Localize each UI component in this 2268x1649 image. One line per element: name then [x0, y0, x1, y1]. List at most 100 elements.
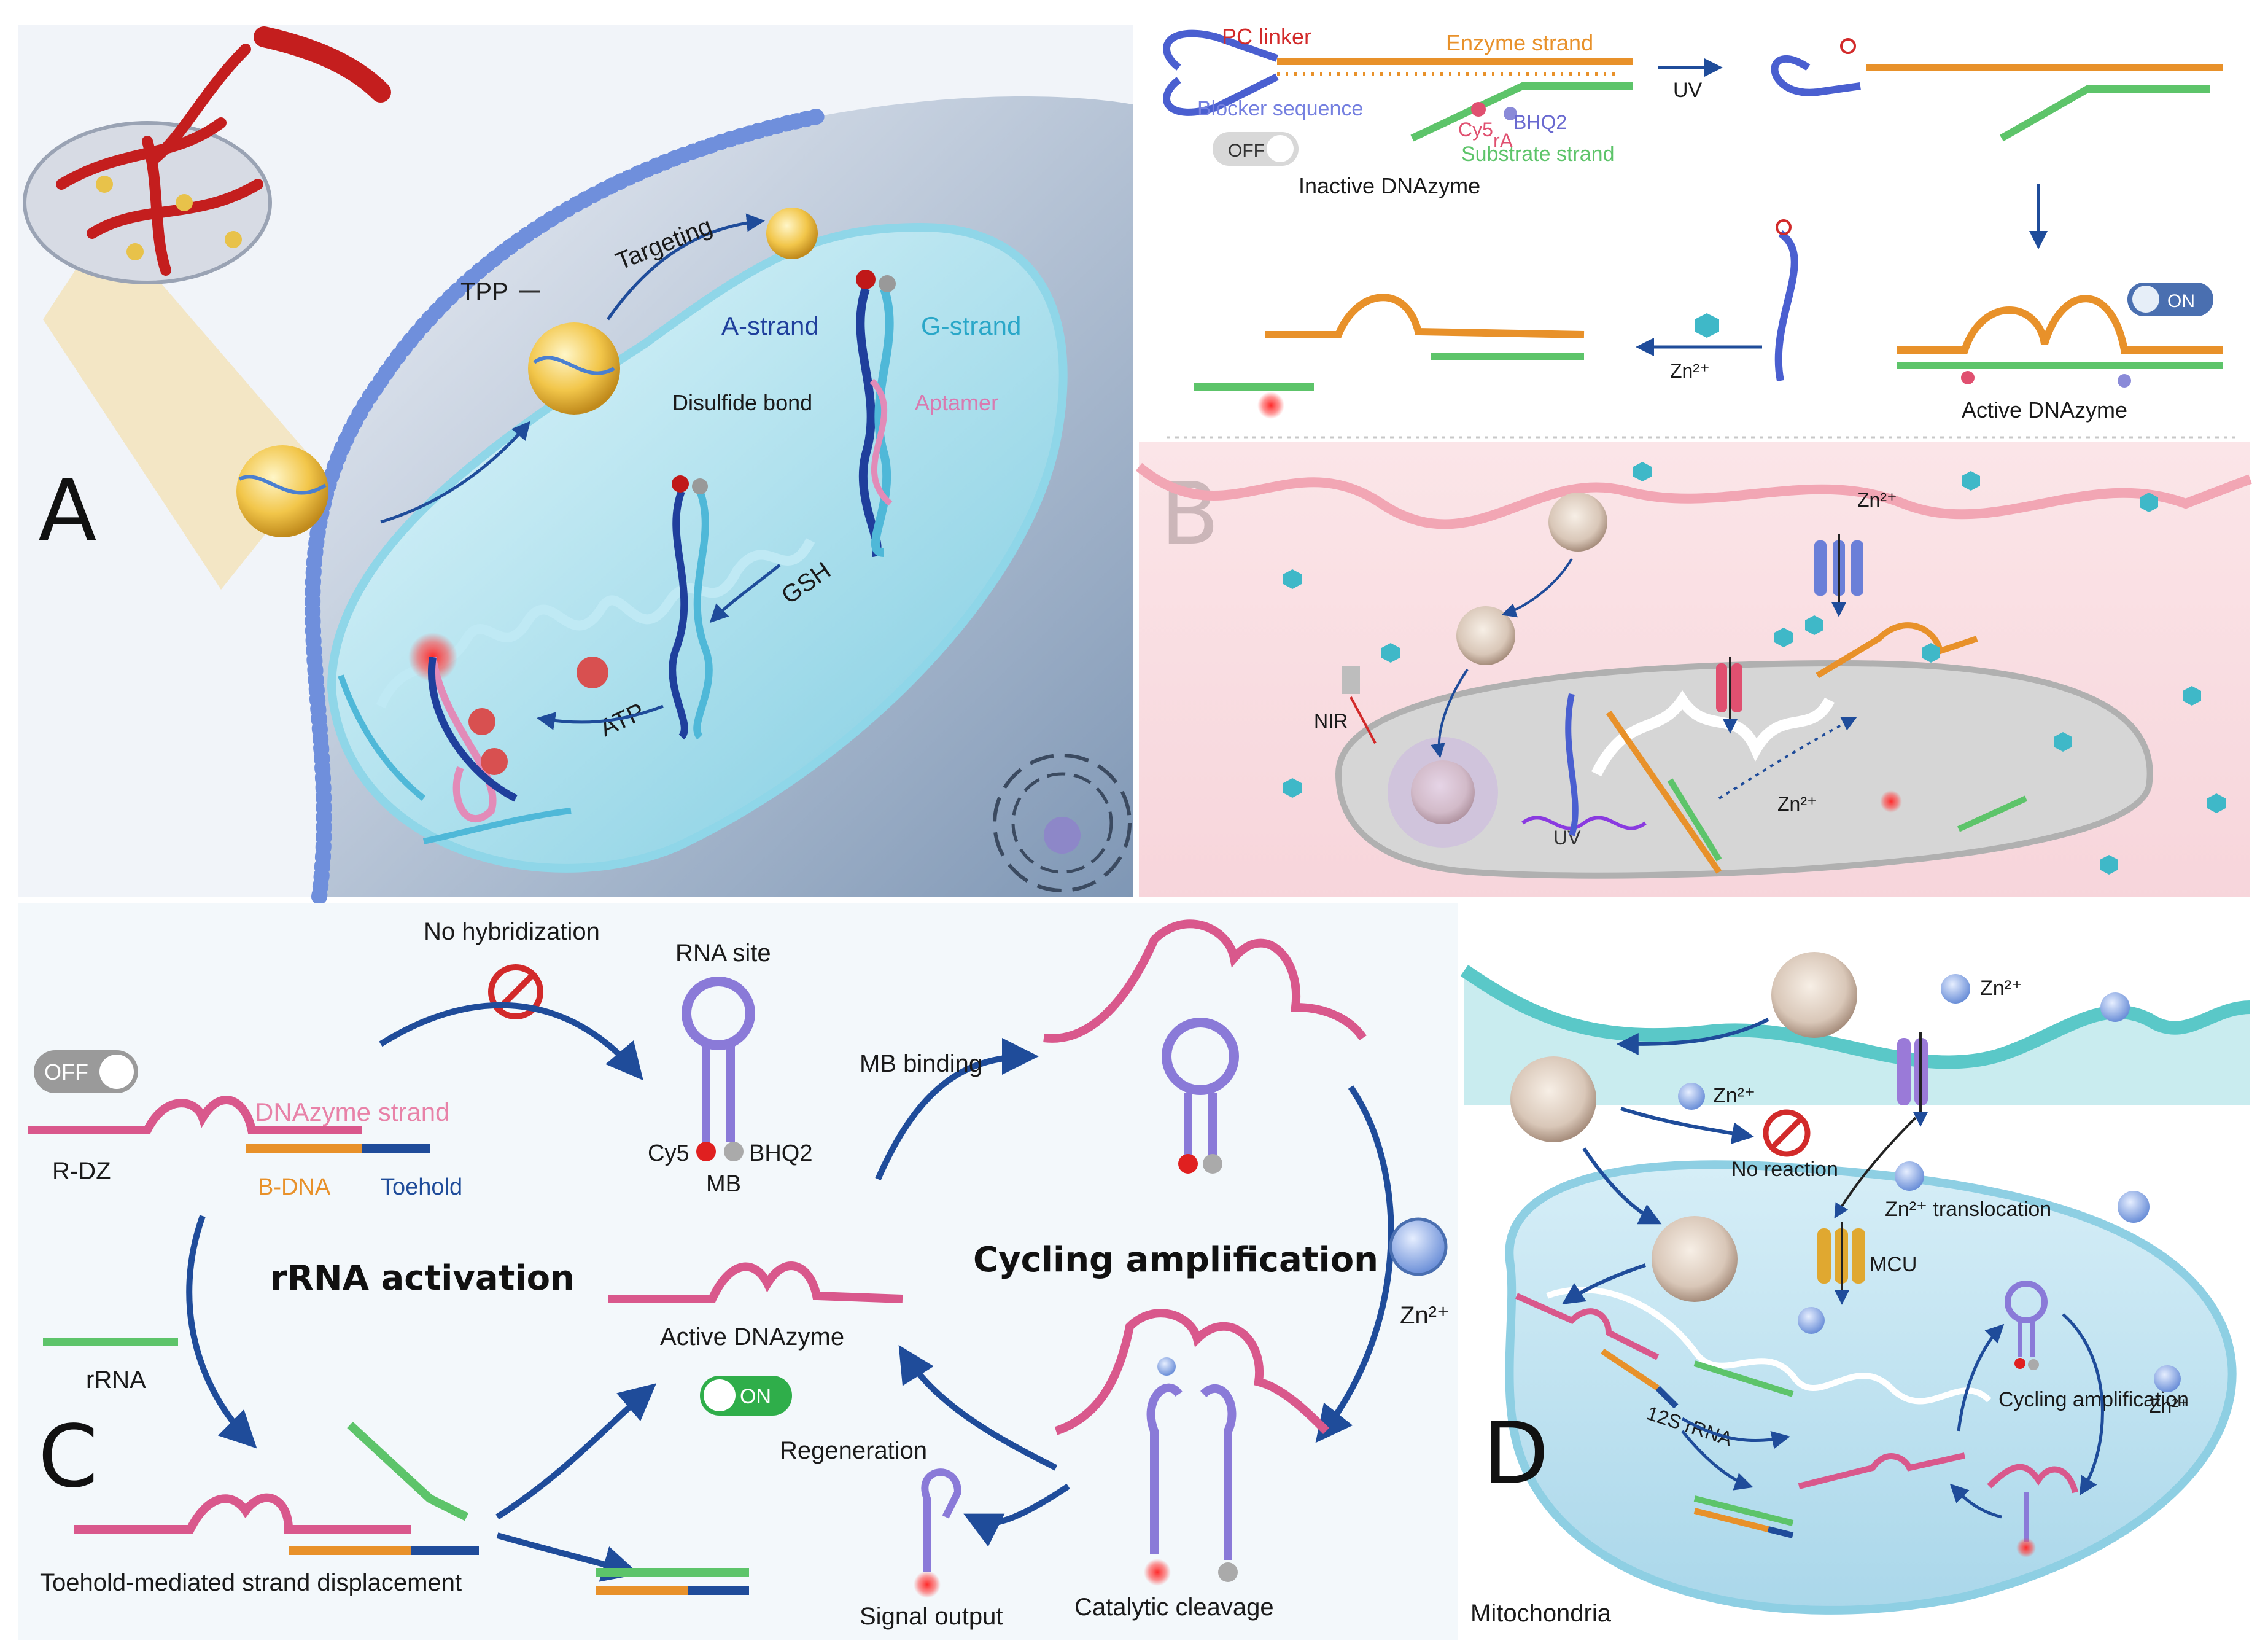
panel-d-letter: D: [1483, 1404, 1549, 1504]
panel-a-letter: A: [38, 461, 97, 561]
label-cy5-c: Cy5: [648, 1140, 689, 1166]
arrow-cycle-down: [2062, 1313, 2104, 1496]
on-switch-b-label: ON: [2167, 291, 2195, 311]
arrow-to-waste: [496, 1532, 640, 1582]
panel-b-top-background: [1139, 25, 2250, 442]
active-dnazyme-d: [1798, 1452, 1966, 1489]
label-tpp: TPP: [460, 278, 508, 305]
signal-in-mito: [1880, 790, 1902, 813]
r-dz-in-mito: [1515, 1293, 1679, 1409]
arrow-cycle-back: [1949, 1483, 2002, 1519]
uv-wave: [1521, 816, 1647, 830]
nanoparticle-d2: [1510, 1056, 1596, 1142]
ion-channel-top: [1814, 534, 1863, 617]
arrow-translocation: [1834, 1117, 1917, 1219]
mb-dnazyme-complex: [1043, 919, 1367, 1174]
label-rrna: rRNA: [86, 1366, 146, 1394]
label-rrna-activation: rRNA activation: [270, 1258, 575, 1298]
label-zn-d2: Zn²⁺: [1713, 1084, 1755, 1107]
label-zn-d1: Zn²⁺: [1980, 977, 2022, 1000]
tumor-tissue: [23, 26, 391, 284]
off-switch[interactable]: OFF: [1213, 132, 1299, 166]
arrow-atp: [537, 704, 664, 730]
waste-duplex: [596, 1568, 749, 1595]
dna-duplex-mid: [669, 475, 713, 740]
panel-a: A TPP Targeting A-strand G-strand Disulf…: [18, 25, 1133, 905]
cleavage-d: [1987, 1464, 2078, 1557]
cleaved-in-mito: [1957, 795, 2028, 832]
label-bhq2-c: BHQ2: [749, 1140, 812, 1166]
label-mitochondria: Mitochondria: [1470, 1600, 1612, 1627]
cell-membrane: [305, 109, 825, 905]
mitochondrion-b: [1335, 660, 2153, 879]
label-cy5: Cy5: [1458, 119, 1493, 141]
zn-ball-d2: [1678, 1083, 1705, 1110]
arrow-12s-waste: [1681, 1430, 1753, 1491]
on-switch-c-label: ON: [740, 1385, 771, 1408]
substrate-in-mito: [1667, 778, 1722, 862]
off-switch-c-label: OFF: [44, 1059, 88, 1085]
label-uv-lower: UV: [1553, 827, 1581, 849]
nanoparticle-b2: [1456, 606, 1515, 665]
arrow-no-reaction: [1620, 1107, 1755, 1145]
nanoparticle-d3: [1652, 1216, 1738, 1302]
label-nir: NIR: [1314, 710, 1348, 732]
nanoparticle-b1: [1548, 493, 1607, 552]
label-ra: rA: [1493, 130, 1513, 152]
arrow-b-np1: [1501, 558, 1573, 618]
nanoparticle-b3: [1388, 737, 1498, 848]
arrow-d-np3: [1562, 1263, 1646, 1304]
panel-d: Zn²⁺ Zn²⁺ No reaction Zn²⁺ translocation…: [1460, 903, 2251, 1640]
label-no-hybridization: No hybridization: [424, 918, 600, 945]
zn-ball-d5: [1798, 1307, 1825, 1334]
nanoparticle-tpp: [528, 322, 620, 415]
inactive-dnazyme: [1163, 29, 1633, 142]
label-signal-output: Signal output: [860, 1603, 1003, 1630]
on-switch-b[interactable]: ON: [2127, 283, 2213, 316]
active-dnazyme-c: [608, 1261, 903, 1303]
mb-d: [2005, 1281, 2048, 1370]
label-zn-top: Zn²⁺: [1857, 489, 1897, 511]
off-switch-c[interactable]: OFF: [34, 1050, 138, 1093]
cell-d-cytosol: [1464, 970, 2250, 1105]
nir-laser: [1342, 666, 1377, 744]
cleaved-product: [1194, 294, 1585, 419]
cristae-d: [1546, 1287, 1992, 1405]
nanoparticle-mito: [766, 208, 818, 259]
active-in-mito: [1816, 622, 1978, 679]
label-g-strand: G-strand: [921, 311, 1021, 340]
label-cycling-amplification-d: Cycling amplification: [1998, 1388, 2189, 1411]
arrow-b-np2: [1431, 668, 1469, 758]
label-r-dz: R-DZ: [52, 1158, 111, 1185]
rrna-12s-strand: [1693, 1360, 1794, 1397]
label-zn-c: Zn²⁺: [1400, 1302, 1450, 1329]
label-b-dna: B-DNA: [258, 1174, 331, 1200]
aptamer-atp-complex: [338, 633, 572, 844]
label-no-reaction: No reaction: [1731, 1158, 1838, 1181]
molecular-beacon: [682, 977, 755, 1161]
on-switch-c[interactable]: ON: [700, 1376, 792, 1416]
arrow-targeting: [606, 213, 765, 321]
label-substrate-strand: Substrate strand: [1461, 142, 1614, 166]
arrow-gsh: [709, 564, 781, 623]
active-dnazyme: [1897, 295, 2223, 388]
organelle-lower-right: [993, 754, 1132, 892]
pc-linker-mark: [1776, 219, 1792, 235]
zn-ball-d3: [1895, 1161, 1924, 1191]
label-inactive-dnazyme: Inactive DNAzyme: [1299, 173, 1480, 198]
zn-ball-d1: [1941, 974, 1970, 1004]
dna-duplex-top: [856, 270, 896, 557]
label-blocker-sequence: Blocker sequence: [1197, 97, 1363, 120]
arrow-regeneration: [898, 1344, 1058, 1471]
nanoparticle-entering: [236, 445, 328, 537]
panel-c: No hybridization RNA site Cy5 BHQ2 MB OF…: [18, 903, 1458, 1640]
enzyme-in-mito: [1606, 711, 1722, 874]
label-regeneration: Regeneration: [780, 1437, 927, 1464]
label-mb-binding: MB binding: [860, 1050, 982, 1077]
label-aptamer: Aptamer: [915, 390, 998, 415]
panel-c-letter: C: [38, 1407, 98, 1507]
catalytic-cleavage-complex: [1054, 1309, 1329, 1586]
ion-channel-d: [1897, 1032, 1928, 1127]
released-blocker: [1774, 230, 1798, 382]
zn-ball-c: [1389, 1217, 1448, 1276]
